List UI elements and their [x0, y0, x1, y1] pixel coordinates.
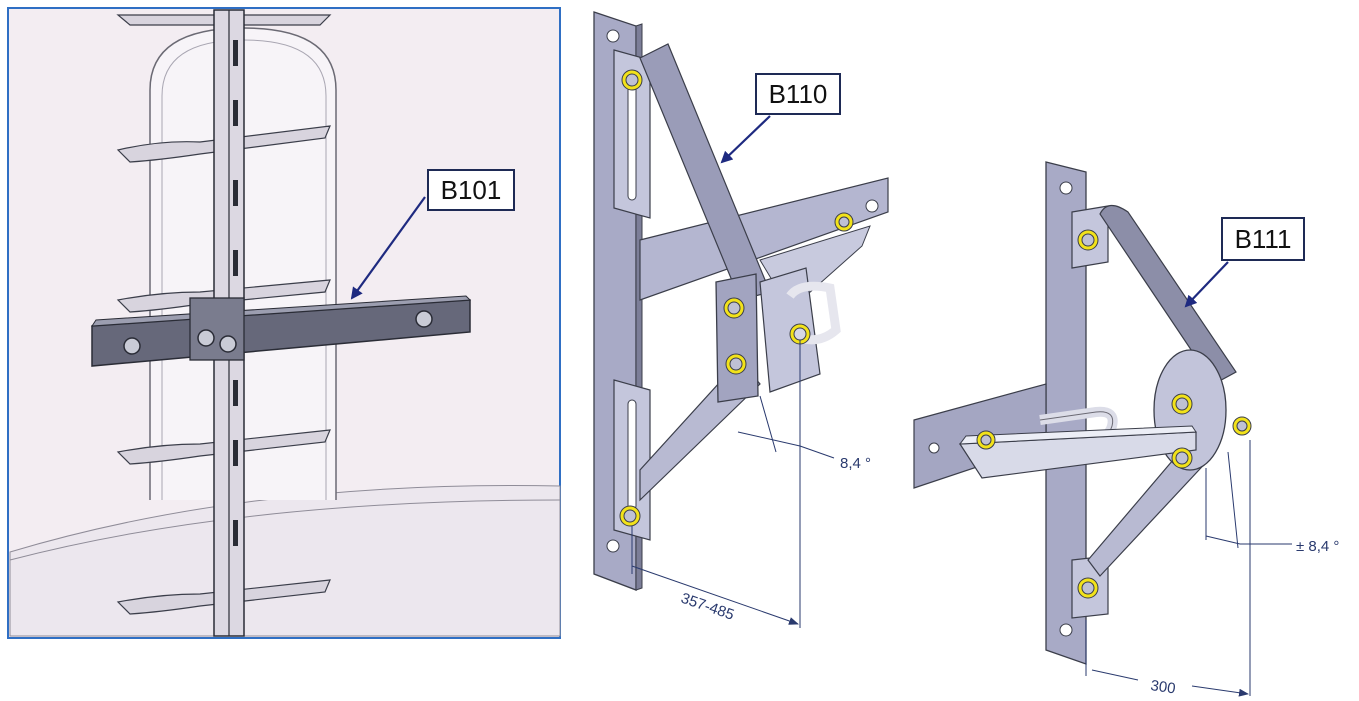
dim-span-line: [631, 565, 799, 625]
b111-label-box: B111: [1221, 217, 1305, 261]
bolt-with-washer: [621, 69, 643, 91]
b101-bracket-top: [91, 295, 472, 327]
b110-clamp-jaw: [759, 267, 821, 393]
b110-upper-slot: [627, 85, 637, 201]
b101-panel: B101: [7, 7, 561, 639]
b110-arm-hole: [865, 199, 879, 213]
bolt-head: [219, 335, 237, 353]
b110-dimensions: [631, 340, 835, 628]
b110-bolts: [619, 69, 854, 527]
bolt-with-washer: [1232, 416, 1252, 436]
dim-angle-line: [737, 431, 801, 447]
bolt-with-washer: [834, 212, 854, 232]
b110-clamp-plate: [715, 273, 759, 403]
bolt-with-washer: [976, 430, 996, 450]
b101-callout-arrow: [350, 196, 426, 300]
b111-label: B111: [1235, 224, 1292, 254]
b101-bolts: [123, 310, 433, 355]
rail-slot: [233, 180, 238, 206]
b110-horizontal-arm: [639, 177, 889, 301]
b101-label: B101: [441, 175, 502, 205]
dim-extension: [759, 395, 777, 453]
rail-slot: [233, 380, 238, 406]
b101-clamp: [189, 297, 245, 361]
rail-slot: [233, 100, 238, 126]
bolt-with-washer: [725, 353, 747, 375]
bolt-with-washer: [619, 505, 641, 527]
b111-bolts: [976, 229, 1252, 599]
b110-plate-hole: [606, 29, 620, 43]
tank-curve-line: [9, 499, 561, 561]
bolt-with-washer: [1077, 577, 1099, 599]
bolt-head: [123, 337, 141, 355]
b111-plate-hole: [1059, 623, 1073, 637]
rail-slot: [233, 440, 238, 466]
b110-u-bolt: [786, 281, 841, 345]
rail-slot: [233, 40, 238, 66]
b110-label: B110: [769, 79, 828, 109]
b111-upper-strut: [1099, 204, 1237, 385]
dim-span-line: [1091, 669, 1139, 681]
b110-plate-hole: [606, 539, 620, 553]
b111-callout-arrow: [1184, 261, 1229, 308]
b111-assembly: B111 ± 8,4 ° 300: [913, 161, 1339, 697]
b111-span-dimension: 300: [1149, 677, 1176, 697]
bolt-head: [197, 329, 215, 347]
b110-span-dimension: 357-485: [679, 590, 737, 624]
b110-callout-arrow: [720, 115, 771, 164]
rail-slots: [233, 40, 238, 546]
dim-extension: [1227, 451, 1239, 549]
rail-slot: [233, 520, 238, 546]
bolt-head: [415, 310, 433, 328]
dim-span-line: [1191, 685, 1249, 697]
b111-dimensions: [1085, 440, 1292, 697]
b111-angle-dimension: ± 8,4 °: [1296, 538, 1339, 555]
bolt-with-washer: [1077, 229, 1099, 251]
dim-angle-line: [1205, 535, 1241, 545]
bolt-with-washer: [1171, 447, 1193, 469]
b111-plate-hole: [1059, 181, 1073, 195]
b110-angle-dimension: 8,4 °: [840, 455, 871, 472]
bolt-with-washer: [723, 297, 745, 319]
b110-lower-slot: [627, 399, 637, 511]
rail-slot: [233, 250, 238, 276]
bolt-with-washer: [1171, 393, 1193, 415]
b110-assembly: B110 8,4 ° 357-485: [593, 11, 889, 628]
b111-base-hole: [928, 442, 940, 454]
dim-angle-leader: [799, 445, 835, 459]
b110-label-box: B110: [755, 73, 841, 115]
b101-label-box: B101: [427, 169, 515, 211]
b111-arm-top: [958, 425, 1197, 445]
